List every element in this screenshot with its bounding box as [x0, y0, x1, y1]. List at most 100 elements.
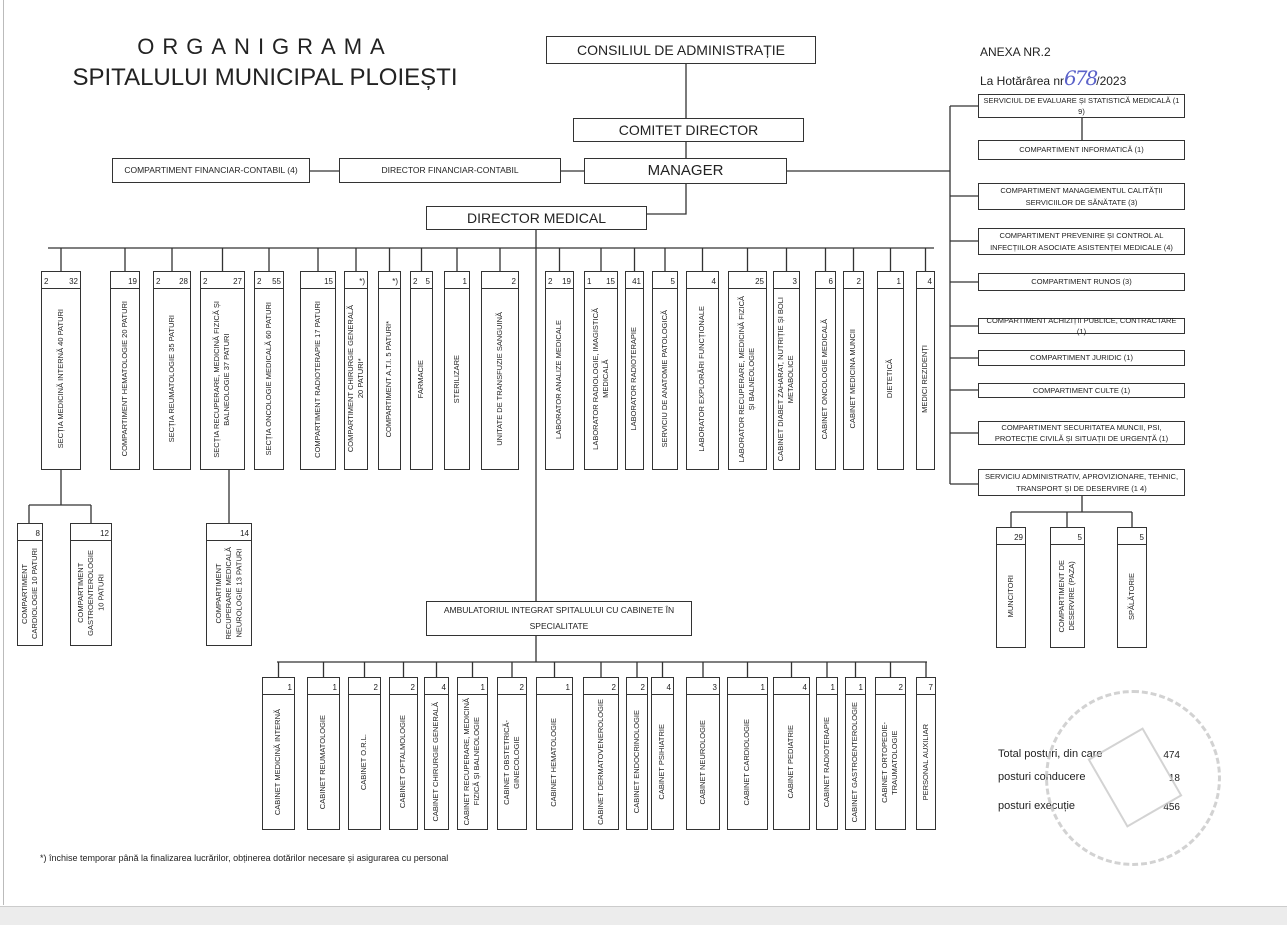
unit-label: PERSONAL AUXILIAR: [920, 723, 930, 801]
unit-label: CABINET HEMATOLOGIE: [549, 717, 559, 807]
staff-count: 32: [69, 277, 78, 286]
staff-count-header: 2: [876, 678, 905, 695]
unit-label-area: CABINET DERMATOVENEROLOGIE: [584, 695, 618, 829]
staff-count: 5: [670, 277, 675, 286]
unit-label-area: PERSONAL AUXILIAR: [917, 695, 935, 829]
staff-count: 55: [272, 277, 281, 286]
unit-label-area: CABINET OFTALMOLOGIE: [390, 695, 417, 829]
staff-count-header: 1: [728, 678, 767, 695]
unit-label: CABINET RADIOTERAPIE: [821, 716, 831, 808]
staff-count: 29: [1014, 533, 1023, 542]
decision-prefix: La Hotărârea nr: [980, 74, 1065, 88]
unit-label: CABINET DERMATOVENEROLOGIE: [595, 699, 605, 825]
staff-count: 1: [760, 683, 765, 692]
admin-unit-box: SERVICIU ADMINISTRATIV, APROVIZIONARE, T…: [978, 469, 1185, 496]
unit-label-area: CABINET PSIHIATRIE: [652, 695, 673, 829]
chart-subtitle: SPITALULUI MUNICIPAL PLOIEȘTI: [72, 64, 458, 91]
unit-label: CABINET MEDICINA MUNCII: [848, 329, 858, 429]
unit-label: COMPARTIMENT CHIRURGIE GENERALĂ 20 PATUR…: [345, 305, 365, 453]
financial-director-box: DIRECTOR FINANCIAR-CONTABIL: [339, 158, 561, 183]
unit-label: CABINET PSIHIATRIE: [657, 724, 667, 800]
unit-label: MEDICI REZIDENȚI: [920, 345, 930, 413]
management-count: 2: [413, 277, 418, 286]
staff-count-header: 19: [111, 272, 139, 289]
staff-count: 1: [830, 683, 835, 692]
staff-count: 14: [240, 529, 249, 538]
admin-unit-box: COMPARTIMENT SECURITATEA MUNCII, PSI, PR…: [978, 421, 1185, 445]
staff-count: 4: [711, 277, 716, 286]
unit-label-area: COMPARTIMENT CARDIOLOGIE 10 PATURI: [18, 541, 42, 645]
staff-count: 2: [410, 683, 415, 692]
unit-label-area: CABINET ONCOLOGIE MEDICALĂ: [816, 289, 835, 469]
staff-count-header: 4: [425, 678, 448, 695]
staff-count-header: 1: [263, 678, 294, 695]
unit-label-area: LABORATOR ANALIZE MEDICALE: [546, 289, 573, 469]
staff-count: 2: [519, 683, 524, 692]
staff-count-header: 7: [917, 678, 935, 695]
unit-label-area: CABINET PEDIATRIE: [774, 695, 809, 829]
staff-count: 2: [898, 683, 903, 692]
unit-label: LABORATOR ANALIZE MEDICALE: [554, 319, 564, 439]
unit-label-area: CABINET MEDICINĂ INTERNĂ: [263, 695, 294, 829]
unit-label-area: CABINET ENDOCRINOLOGIE: [627, 695, 647, 829]
staff-count-header: 5: [1051, 528, 1084, 545]
unit-label: SECȚIA MEDICINĂ INTERNĂ 40 PATURI: [55, 309, 65, 449]
admin-unit-box: COMPARTIMENT PREVENIRE ȘI CONTROL AL INF…: [978, 228, 1185, 255]
financial-department-box: COMPARTIMENT FINANCIAR-CONTABIL (4): [112, 158, 310, 183]
unit-label: CABINET OBSTETRICĂ- GINECOLOGIE: [501, 719, 521, 805]
staff-count: 3: [712, 683, 717, 692]
staff-count-header: 15: [301, 272, 335, 289]
staff-count-header: 3: [774, 272, 799, 289]
staff-count: 1: [858, 683, 863, 692]
unit-label: COMPARTIMENT DE DESERVIRE (PAZA): [1057, 559, 1077, 633]
staff-count-header: 1: [846, 678, 865, 695]
unit-label: SPĂLĂTORIE: [1126, 572, 1136, 620]
management-count: 2: [203, 277, 208, 286]
admin-unit-box: COMPARTIMENT MANAGEMENTUL CALITĂȚII SERV…: [978, 183, 1185, 210]
unit-label-area: SERVICIU DE ANATOMIE PATOLOGICĂ: [653, 289, 677, 469]
unit-label-area: MUNCITORI: [997, 545, 1025, 647]
staff-count-header: 5: [1118, 528, 1146, 545]
decision-reference: La Hotărârea nr678/2023: [980, 66, 1126, 90]
unit-label: COMPARTIMENT RECUPERARE MEDICALĂ NEUROLO…: [213, 546, 244, 640]
staff-count-header: 1: [458, 678, 487, 695]
unit-label-area: COMPARTIMENT DE DESERVIRE (PAZA): [1051, 545, 1084, 647]
unit-label-area: COMPARTIMENT RADIOTERAPIE 17 PATURI: [301, 289, 335, 469]
staff-count: 4: [802, 683, 807, 692]
staff-count: 1: [332, 683, 337, 692]
medical-unit-box: *)COMPARTIMENT A.T.I. 5 PATURI*: [378, 271, 401, 470]
unit-label: CABINET MEDICINĂ INTERNĂ: [273, 708, 283, 816]
management-count: 2: [548, 277, 553, 286]
unit-label-area: CABINET CHIRURGIE GENERALĂ: [425, 695, 448, 829]
management-count: 1: [587, 277, 592, 286]
unit-label: CABINET CHIRURGIE GENERALĂ: [431, 702, 441, 822]
staff-count-header: 2: [627, 678, 647, 695]
unit-label-area: CABINET ORTOPEDIE- TRAUMATOLOGIE: [876, 695, 905, 829]
unit-label-area: CABINET DIABET ZAHARAT, NUTRIȚIE ȘI BOLI…: [774, 289, 799, 469]
unit-label-area: CABINET NEUROLOGIE: [687, 695, 719, 829]
unit-label: COMPARTIMENT HEMATOLOGIE 20 PATURI: [119, 301, 129, 457]
staff-count: *): [359, 277, 365, 286]
